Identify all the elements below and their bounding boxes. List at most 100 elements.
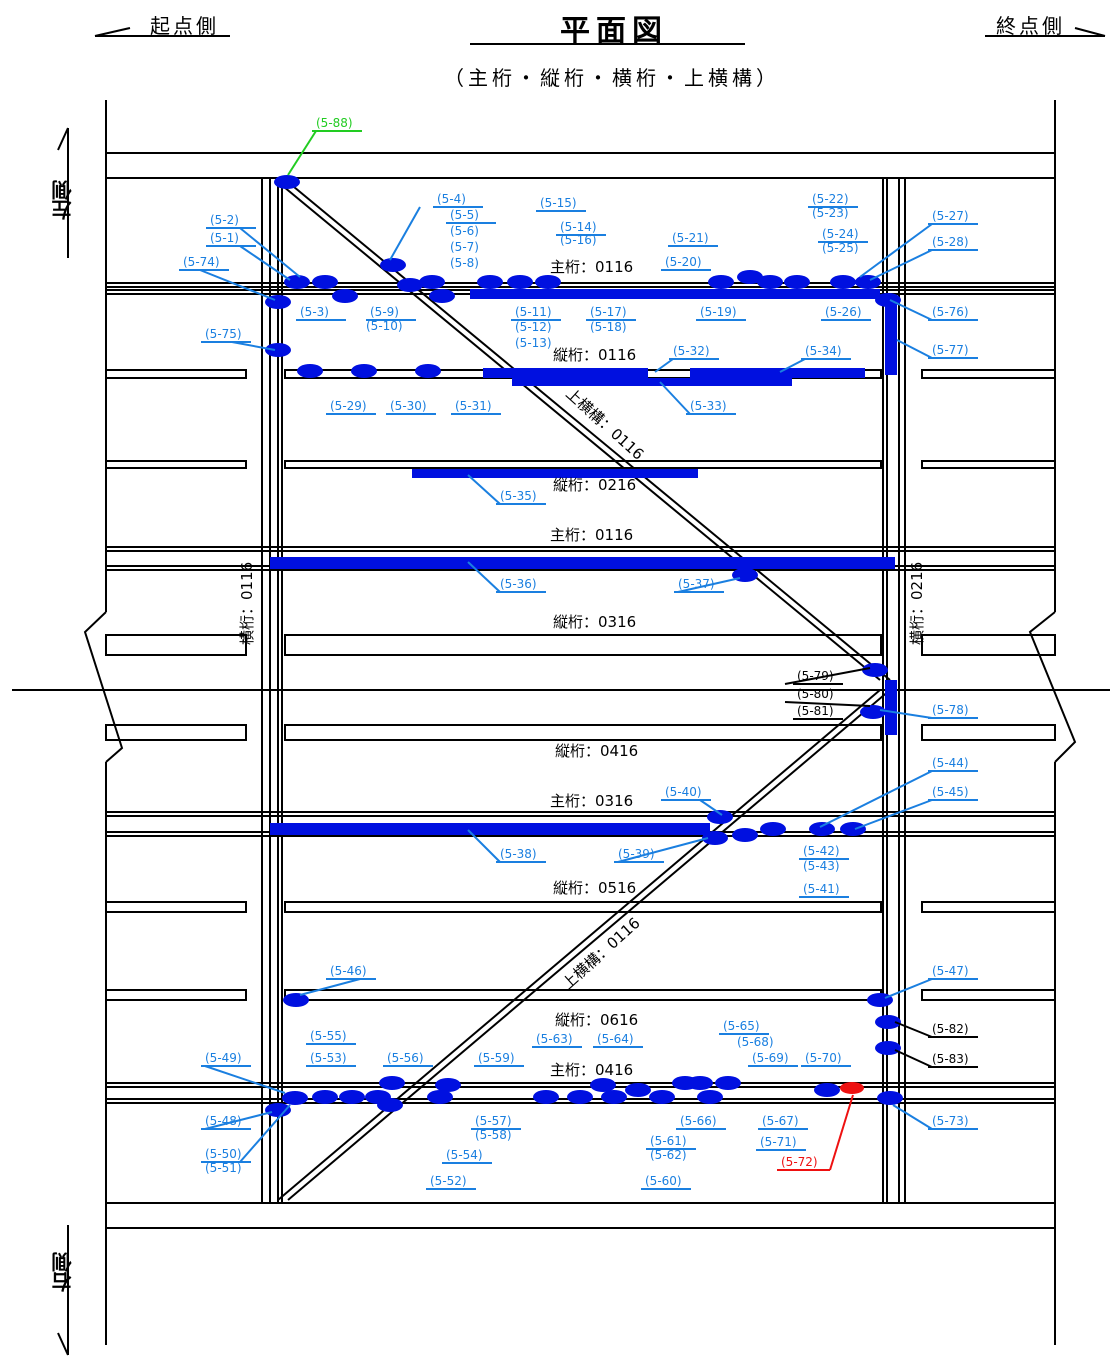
end-side-arrow	[1074, 27, 1106, 37]
damage-marker	[760, 822, 786, 836]
damage-marker	[590, 1078, 616, 1092]
damage-band	[483, 368, 648, 378]
callout-leader	[389, 206, 421, 261]
member-label-str6: 縦桁：0616	[555, 1011, 638, 1029]
callout-label: (5-25)	[822, 241, 859, 255]
damage-band	[885, 680, 897, 735]
damage-marker	[429, 289, 455, 303]
callout-label: (5-81)	[797, 704, 834, 718]
callout-label: (5-53)	[310, 1051, 347, 1065]
callout-label: (5-15)	[540, 196, 577, 210]
damage-marker	[377, 1098, 403, 1112]
damage-marker	[379, 1076, 405, 1090]
stringer-left-segment	[105, 460, 247, 469]
callout-label: (5-60)	[645, 1174, 682, 1188]
callout-leader	[617, 837, 709, 863]
damage-marker	[708, 275, 734, 289]
member-label-str4: 縦桁：0416	[555, 742, 638, 760]
callout-label: (5-55)	[310, 1029, 347, 1043]
stringer-right-segment	[921, 369, 1056, 379]
damage-marker	[351, 364, 377, 378]
member-label-str3: 縦桁：0316	[553, 613, 636, 631]
callout-leader	[894, 1021, 933, 1038]
stringer-segment	[284, 634, 882, 656]
damage-marker	[507, 275, 533, 289]
callout-leader	[896, 339, 933, 359]
callout-label: (5-5)	[450, 208, 479, 222]
callout-label: (5-24)	[822, 227, 859, 241]
damage-marker	[737, 270, 763, 284]
callout-label: (5-11)	[515, 305, 552, 319]
callout-label: (5-1)	[210, 231, 239, 245]
damage-marker	[435, 1078, 461, 1092]
stringer-right-segment	[921, 989, 1056, 1001]
damage-marker	[860, 705, 886, 719]
callout-label: (5-19)	[700, 305, 737, 319]
member-label-main1: 主桁：0116	[550, 258, 633, 276]
damage-marker	[875, 1041, 901, 1055]
callout-label: (5-2)	[210, 213, 239, 227]
callout-label: (5-76)	[932, 305, 969, 319]
stringer-right-segment	[921, 460, 1056, 469]
damage-marker	[601, 1090, 627, 1104]
callout-label: (5-12)	[515, 320, 552, 334]
callout-label: (5-48)	[205, 1114, 242, 1128]
damage-marker	[332, 289, 358, 303]
callout-label: (5-73)	[932, 1114, 969, 1128]
stringer-left-segment	[105, 634, 247, 656]
callout-label: (5-88)	[316, 116, 353, 130]
callout-label: (5-44)	[932, 756, 969, 770]
callout-leader	[699, 799, 723, 816]
damage-marker	[875, 293, 901, 307]
callout-leader	[287, 130, 317, 176]
damage-marker	[877, 1091, 903, 1105]
damage-marker	[535, 275, 561, 289]
callout-leader	[892, 1104, 933, 1130]
damage-marker	[397, 278, 423, 292]
callout-leader	[819, 770, 933, 828]
callout-label: (5-80)	[797, 687, 834, 701]
stringer-right-segment	[921, 724, 1056, 741]
callout-label: (5-39)	[618, 847, 655, 861]
damage-marker-red	[840, 1082, 864, 1094]
callout-label: (5-47)	[932, 964, 969, 978]
callout-label: (5-10)	[366, 319, 403, 333]
callout-leader	[239, 245, 291, 281]
damage-marker	[814, 1083, 840, 1097]
callout-label: (5-42)	[803, 844, 840, 858]
damage-marker	[533, 1090, 559, 1104]
callout-label: (5-65)	[723, 1019, 760, 1033]
callout-label: (5-66)	[680, 1114, 717, 1128]
damage-marker	[875, 1015, 901, 1029]
callout-leader	[889, 299, 933, 321]
callout-label: (5-49)	[205, 1051, 242, 1065]
callout-label: (5-58)	[475, 1128, 512, 1142]
damage-marker	[567, 1090, 593, 1104]
upper-lateral-brace	[277, 181, 881, 681]
callout-label: (5-50)	[205, 1147, 242, 1161]
damage-marker	[297, 364, 323, 378]
damage-marker	[312, 275, 338, 289]
callout-label: (5-51)	[205, 1161, 242, 1175]
callout-label: (5-17)	[590, 305, 627, 319]
callout-label: (5-20)	[665, 255, 702, 269]
callout-leader	[231, 341, 276, 351]
damage-marker	[282, 1091, 308, 1105]
callout-label: (5-45)	[932, 785, 969, 799]
damage-band	[270, 557, 895, 569]
callout-label: (5-32)	[673, 344, 710, 358]
end-side-label: 終点側	[996, 14, 1065, 38]
callout-label: (5-54)	[446, 1148, 483, 1162]
callout-leader	[299, 978, 361, 996]
callout-label: (5-43)	[803, 859, 840, 873]
callout-label: (5-30)	[390, 399, 427, 413]
damage-marker	[312, 1090, 338, 1104]
damage-marker	[265, 1103, 291, 1117]
damage-marker	[265, 343, 291, 357]
member-label-str2: 縦桁：0216	[553, 476, 636, 494]
damage-marker	[707, 810, 733, 824]
callout-label: (5-61)	[650, 1134, 687, 1148]
callout-label: (5-69)	[752, 1051, 789, 1065]
callout-label: (5-3)	[300, 305, 329, 319]
